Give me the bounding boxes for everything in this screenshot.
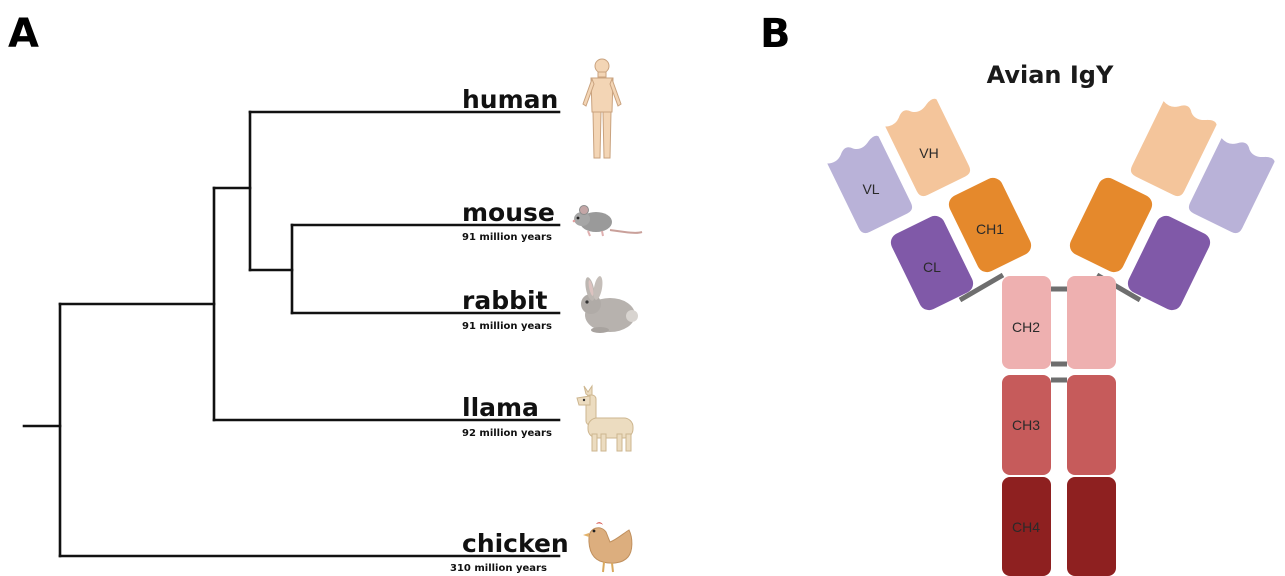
divergence-label-chicken: 310 million years (450, 563, 547, 574)
mouse-icon (573, 206, 642, 237)
chicken-icon (583, 522, 632, 572)
divergence-label-rabbit: 91 million years (462, 321, 552, 332)
rabbit-icon (581, 275, 638, 333)
igy-antibody-diagram: Avian IgY VH CH1 VL CL (825, 61, 1277, 576)
cl-label-left: CL (923, 259, 941, 275)
divergence-label-llama: 92 million years (462, 428, 552, 439)
phylogenetic-tree: human mouse 91 million years rabbit 91 m… (24, 85, 569, 574)
ch2-label: CH2 (1012, 319, 1040, 335)
ch4-label: CH4 (1012, 519, 1040, 535)
species-label-llama: llama (462, 393, 539, 422)
ch3-domain-right (1067, 375, 1116, 475)
species-label-mouse: mouse (462, 198, 555, 227)
vl-label-left: VL (862, 181, 879, 197)
divergence-label-mouse: 91 million years (462, 232, 552, 243)
species-label-human: human (462, 85, 558, 114)
species-label-rabbit: rabbit (462, 286, 548, 315)
human-figure-icon (583, 59, 621, 158)
ch1-label-left: CH1 (976, 221, 1004, 237)
ch2-domain-right (1067, 276, 1116, 369)
ch4-domain-right (1067, 477, 1116, 576)
vh-label-left: VH (919, 145, 938, 161)
species-label-chicken: chicken (462, 529, 569, 558)
llama-icon (577, 386, 633, 451)
ch3-label: CH3 (1012, 417, 1040, 433)
antibody-title: Avian IgY (987, 61, 1114, 89)
